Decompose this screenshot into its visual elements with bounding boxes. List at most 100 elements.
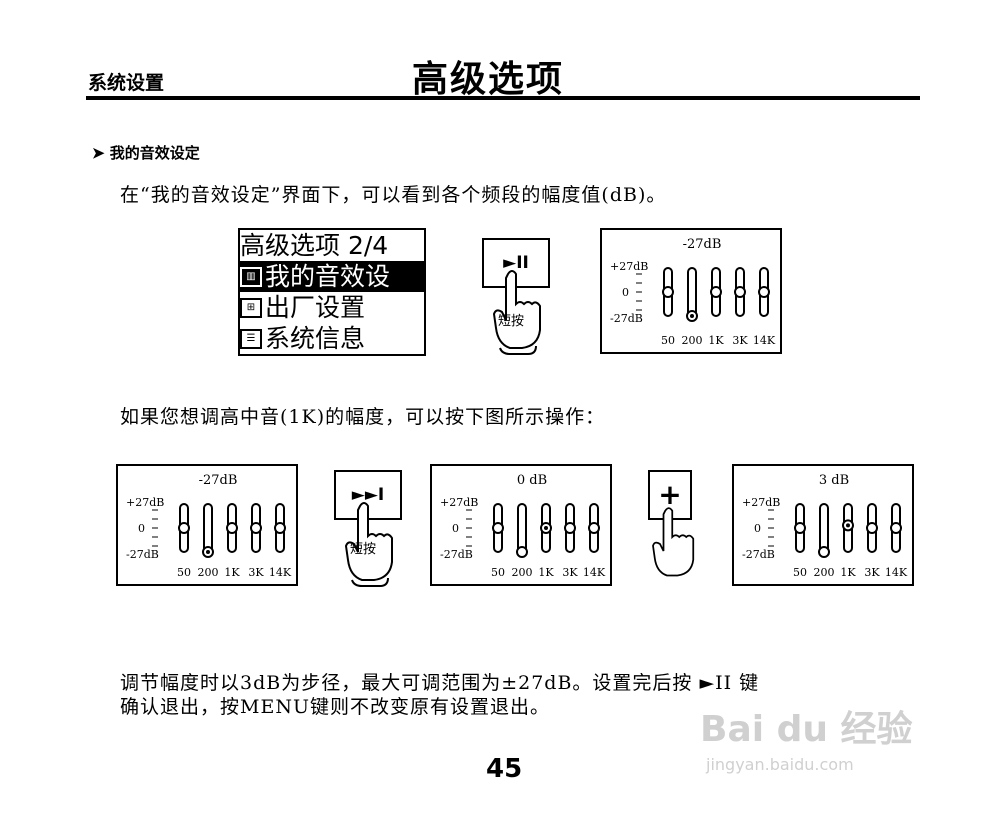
next-key: ►►I <box>334 470 402 520</box>
next-press: ►►I 短按 <box>330 470 410 590</box>
eq-slider-knob <box>564 522 576 534</box>
eq-slider-track <box>517 503 527 553</box>
short-press-label: 短按 <box>350 542 377 557</box>
eq-slider-knob <box>662 286 674 298</box>
baidu-watermark-url: jingyan.baidu.com <box>706 755 854 774</box>
eq-mid-label: 0 <box>622 286 629 299</box>
hand-pointer-icon <box>492 270 541 355</box>
system-info-icon: ☰ <box>240 328 262 349</box>
eq-selected-knob-dot <box>206 550 210 554</box>
header-divider <box>86 96 920 100</box>
eq-slider-knob <box>866 522 878 534</box>
eq-bottom-label: -27dB <box>440 548 473 561</box>
hand-pointer-icon <box>652 507 695 577</box>
header-section-label: 系统设置 <box>88 72 165 94</box>
eq-band-label: 1K <box>840 566 856 579</box>
eq-mid-label: 0 <box>452 522 459 535</box>
eq-screen: -27dB +27dB 0 -27dB 50 200 1K 3K 14K <box>600 228 782 354</box>
eq-band-label: 3K <box>248 566 264 579</box>
eq-band-label: 50 <box>177 566 191 579</box>
menu-item-label: 我的音效设 <box>265 261 391 291</box>
eq-slider-knob <box>516 546 528 558</box>
eq-slider-knob <box>818 546 830 558</box>
eq-value-label: -27dB <box>199 473 238 488</box>
eq-top-label: +27dB <box>742 496 780 509</box>
eq-slider-knob <box>734 286 746 298</box>
eq-mid-label: 0 <box>754 522 761 535</box>
menu-screen-title: 高级选项 2/4 <box>240 230 389 260</box>
eq-slider-knob <box>588 522 600 534</box>
eq-slider-knob <box>178 522 190 534</box>
eq-top-label: +27dB <box>440 496 478 509</box>
eq-bottom-label: -27dB <box>610 312 643 325</box>
play-pause-press: ►II 短按 <box>478 238 558 358</box>
hand-pointer-icon <box>344 502 393 587</box>
menu-item-label: 系统信息 <box>265 323 366 353</box>
eq-band-label: 14K <box>753 334 776 347</box>
eq-slider-knob <box>710 286 722 298</box>
page-title: 高级选项 <box>412 59 565 100</box>
menu-item-label: 出厂设置 <box>265 292 366 322</box>
menu-item-my-eq: ▥我的音效设 <box>240 261 424 292</box>
eq-bottom-label: -27dB <box>742 548 775 561</box>
eq-selected-knob-dot <box>544 526 548 530</box>
eq-slider-knob <box>226 522 238 534</box>
eq-mid-label: 0 <box>138 522 145 535</box>
eq-slider-knob <box>250 522 262 534</box>
eq-band-label: 200 <box>512 566 533 579</box>
eq-band-label: 3K <box>562 566 578 579</box>
eq-slider-track <box>203 503 213 553</box>
eq-band-label: 200 <box>814 566 835 579</box>
eq-value-label: 3 dB <box>819 473 849 488</box>
short-press-label: 短按 <box>498 314 525 329</box>
eq-band-label: 3K <box>864 566 880 579</box>
play-pause-icon: ►II <box>503 253 529 273</box>
eq-slider-track <box>819 503 829 553</box>
menu-item-factory-reset: ⊞出厂设置 <box>240 292 424 323</box>
equalizer-icon: ▥ <box>240 266 262 287</box>
eq-band-label: 50 <box>661 334 675 347</box>
eq-top-label: +27dB <box>610 260 648 273</box>
eq-selected-knob-dot <box>846 523 850 528</box>
arrow-bullet-icon: ➤ <box>92 144 110 162</box>
next-track-icon: ►►I <box>351 485 385 505</box>
eq-band-label: 1K <box>708 334 724 347</box>
eq-slider-knob <box>794 522 806 534</box>
eq-slider-knob <box>274 522 286 534</box>
instruction-text: 如果您想调高中音(1K)的幅度，可以按下图所示操作： <box>120 406 606 428</box>
eq-band-label: 3K <box>732 334 748 347</box>
eq-band-label: 50 <box>491 566 505 579</box>
eq-band-label: 50 <box>793 566 807 579</box>
eq-slider-knob <box>492 522 504 534</box>
eq-bottom-label: -27dB <box>126 548 159 561</box>
plus-icon: + <box>658 478 682 511</box>
eq-band-label: 14K <box>583 566 606 579</box>
eq-band-label: 200 <box>682 334 703 347</box>
note-line-2: 确认退出，按MENU键则不改变原有设置退出。 <box>120 696 550 718</box>
eq-slider-track <box>687 267 697 317</box>
eq-top-label: +27dB <box>126 496 164 509</box>
note-line-1: 调节幅度时以3dB为步径，最大可调范围为±27dB。设置完后按 ►II 键 <box>120 672 760 694</box>
intro-text: 在“我的音效设定”界面下，可以看到各个频段的幅度值(dB)。 <box>120 184 667 206</box>
eq-band-label: 1K <box>538 566 554 579</box>
eq-band-label: 200 <box>198 566 219 579</box>
eq-value-label: -27dB <box>683 237 722 252</box>
eq-slider-knob <box>890 522 902 534</box>
menu-item-system-info: ☰系统信息 <box>240 323 424 354</box>
eq-graphic: -27dB +27dB 0 -27dB 50 200 1K 3K 14K <box>610 237 776 347</box>
section-heading-text: 我的音效设定 <box>109 144 200 162</box>
baidu-watermark-logo: Bai du 经验 <box>700 709 913 750</box>
menu-screen: 高级选项 2/4 ▥我的音效设 ⊞出厂设置 ☰系统信息 <box>238 228 426 356</box>
eq-graphic: 3 dB +27dB 0 -27dB 50 200 1K 3K 14K <box>742 473 908 579</box>
factory-reset-icon: ⊞ <box>240 297 262 318</box>
eq-selected-knob-dot <box>690 314 694 318</box>
page-number: 45 <box>486 754 523 784</box>
eq-slider-knob <box>758 286 770 298</box>
plus-press: + <box>646 470 706 590</box>
eq-band-label: 14K <box>885 566 908 579</box>
eq-band-label: 14K <box>269 566 292 579</box>
